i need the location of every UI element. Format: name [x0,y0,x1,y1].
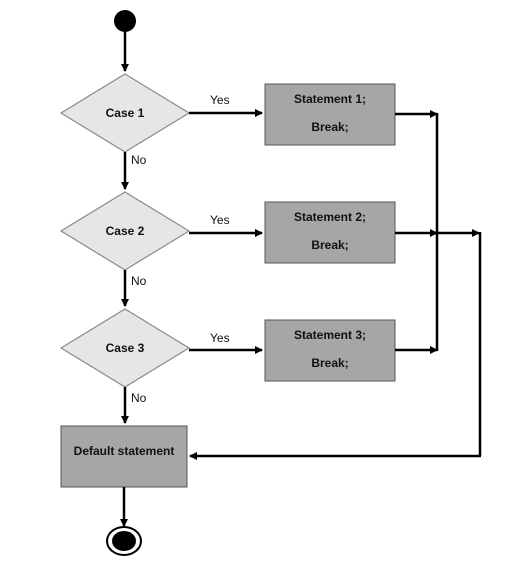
statement-box-1 [264,83,396,146]
decision-case-3-label: Case 3 [106,341,145,355]
yes-label-3: Yes [210,331,230,345]
no-label-3: No [131,391,147,405]
default-statement-label: Default statement [74,444,175,458]
yes-label-1: Yes [210,93,230,107]
statement-3-line-2: Break; [311,356,348,370]
start-node [114,10,136,32]
statement-box-3 [264,319,396,382]
no-label-2: No [131,274,147,288]
statement-3-line-1: Statement 3; [294,328,366,342]
statement-box-2 [264,201,396,264]
statement-1-line-1: Statement 1; [294,92,366,106]
yes-label-2: Yes [210,213,230,227]
default-statement-box [60,425,188,488]
decision-case-1-label: Case 1 [106,106,145,120]
statement-2-line-1: Statement 2; [294,210,366,224]
statement-2-line-2: Break; [311,238,348,252]
statement-1-line-2: Break; [311,120,348,134]
decision-case-2-label: Case 2 [106,224,145,238]
no-label-1: No [131,153,147,167]
end-node-core [112,531,136,551]
